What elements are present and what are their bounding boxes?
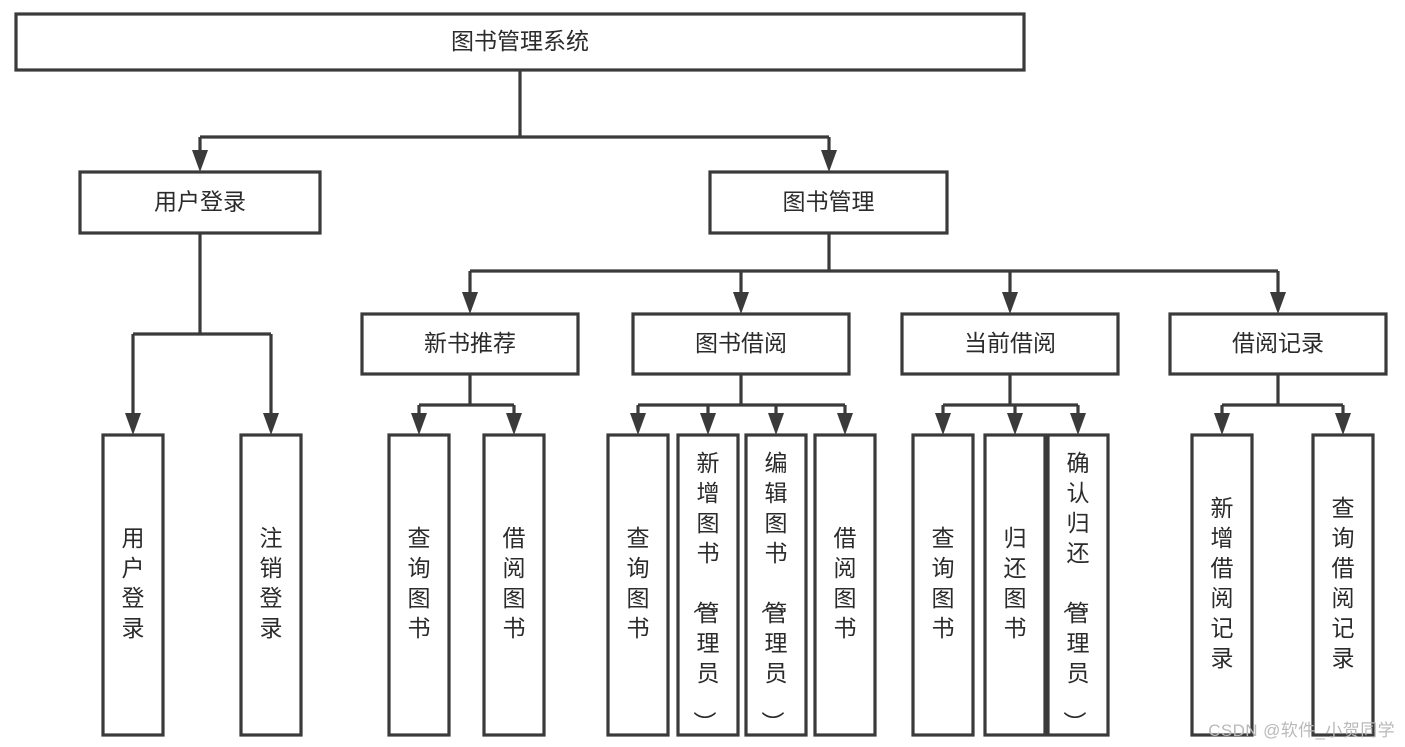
leaf-label: 编辑图书（管理员） (760, 450, 788, 734)
leaf-box[interactable] (744, 433, 808, 737)
leaf-label: 归还图书 (1004, 525, 1027, 641)
arrow-head-icon (1335, 413, 1351, 435)
arrow-head-icon (837, 413, 853, 435)
connector-book-borrow-to-leaves (630, 374, 853, 435)
leaf-box[interactable] (911, 433, 975, 737)
arrow-head-icon (263, 413, 279, 435)
arrow-head-icon (630, 413, 646, 435)
level2-node-box[interactable] (78, 170, 322, 235)
arrow-head-icon (733, 292, 749, 314)
arrow-head-icon (462, 292, 478, 314)
level3-node-label: 图书借阅 (695, 330, 787, 356)
level3-node-box[interactable] (360, 312, 580, 376)
leaf-leaf-confirm-return[interactable]: 确认归还（管理员） (1046, 433, 1110, 737)
leaf-leaf-add-book[interactable]: 新增图书（管理员） (676, 433, 740, 737)
arrow-head-icon (1007, 413, 1023, 435)
arrow-head-icon (700, 413, 716, 435)
leaf-box[interactable] (1046, 433, 1110, 737)
arrow-head-icon (768, 413, 784, 435)
leaf-label: 借阅图书 (834, 525, 857, 641)
arrow-head-icon (1070, 413, 1086, 435)
connector-book-management-to-level3 (462, 233, 1286, 314)
leaf-leaf-query-borrow-record[interactable]: 查询借阅记录 (1311, 433, 1375, 737)
arrow-head-icon (411, 413, 427, 435)
leaf-box[interactable] (239, 433, 303, 737)
leaf-box[interactable] (676, 433, 740, 737)
level3-node-label: 新书推荐 (424, 330, 516, 356)
node-borrow-record[interactable]: 借阅记录 (1168, 312, 1388, 376)
root-node-box[interactable] (14, 12, 1026, 72)
connector-user-login-to-leaves (125, 233, 279, 435)
leaf-label: 确认归还（管理员） (1062, 450, 1090, 734)
level2-node-label: 图书管理 (783, 189, 875, 215)
level3-node-box[interactable] (631, 312, 851, 376)
arrow-head-icon (1214, 413, 1230, 435)
leaf-label: 查询图书 (408, 525, 431, 641)
level2-node-label: 用户登录 (154, 189, 246, 215)
leaf-leaf-query-book-borrow[interactable]: 查询图书 (606, 433, 670, 737)
connector-new-book-recommend-to-leaves (411, 374, 522, 435)
arrow-head-icon (821, 150, 837, 172)
node-new-book-recommend[interactable]: 新书推荐 (360, 312, 580, 376)
leaf-box[interactable] (482, 433, 546, 737)
connector-current-borrow-to-leaves (935, 374, 1086, 435)
leaf-leaf-query-book-recommend[interactable]: 查询图书 (387, 433, 451, 737)
leaf-leaf-query-book-current[interactable]: 查询图书 (911, 433, 975, 737)
leaf-box[interactable] (1311, 433, 1375, 737)
leaf-layer: 用户登录 注销登录 查询图书 借阅图书 查询图书 新增图书（管理员） 编辑图书（管理员） 借阅… (101, 433, 1375, 737)
leaf-label: 查询图书 (932, 525, 955, 641)
leaf-label: 借阅图书 (503, 525, 526, 641)
arrow-head-icon (1002, 292, 1018, 314)
level3-node-label: 当前借阅 (964, 330, 1056, 356)
leaf-label: 注销登录 (260, 525, 283, 641)
node-user-login[interactable]: 用户登录 (78, 170, 322, 235)
connector-layer (125, 70, 1351, 435)
leaf-label: 查询图书 (627, 525, 650, 641)
level2-node-box[interactable] (708, 170, 949, 235)
leaf-box[interactable] (1190, 433, 1254, 737)
leaf-leaf-return-book[interactable]: 归还图书 (983, 433, 1047, 737)
arrow-head-icon (1270, 292, 1286, 314)
leaf-leaf-add-borrow-record[interactable]: 新增借阅记录 (1190, 433, 1254, 737)
leaf-leaf-logout[interactable]: 注销登录 (239, 433, 303, 737)
leaf-box[interactable] (813, 433, 877, 737)
leaf-leaf-borrow-book[interactable]: 借阅图书 (813, 433, 877, 737)
connector-borrow-record-to-leaves (1214, 374, 1351, 435)
node-book-borrow[interactable]: 图书借阅 (631, 312, 851, 376)
arrow-head-icon (935, 413, 951, 435)
leaf-label: 用户登录 (122, 525, 145, 641)
leaf-leaf-edit-book[interactable]: 编辑图书（管理员） (744, 433, 808, 737)
leaf-leaf-user-login[interactable]: 用户登录 (101, 433, 165, 737)
leaf-label: 查询借阅记录 (1332, 495, 1355, 671)
node-book-management[interactable]: 图书管理 (708, 170, 949, 235)
node-root[interactable]: 图书管理系统 (14, 12, 1026, 72)
connector-root-to-level2 (192, 70, 837, 172)
leaf-label: 新增图书（管理员） (692, 450, 720, 734)
arrow-head-icon (192, 150, 208, 172)
leaf-leaf-borrow-book-recommend[interactable]: 借阅图书 (482, 433, 546, 737)
leaf-box[interactable] (387, 433, 451, 737)
leaf-box[interactable] (983, 433, 1047, 737)
arrow-head-icon (506, 413, 522, 435)
node-current-borrow[interactable]: 当前借阅 (900, 312, 1120, 376)
leaf-label: 新增借阅记录 (1211, 495, 1234, 671)
leaf-box[interactable] (606, 433, 670, 737)
level3-node-box[interactable] (900, 312, 1120, 376)
level3-node-label: 借阅记录 (1232, 330, 1324, 356)
root-node-label: 图书管理系统 (451, 28, 589, 54)
leaf-box[interactable] (101, 433, 165, 737)
level3-node-box[interactable] (1168, 312, 1388, 376)
arrow-head-icon (125, 413, 141, 435)
